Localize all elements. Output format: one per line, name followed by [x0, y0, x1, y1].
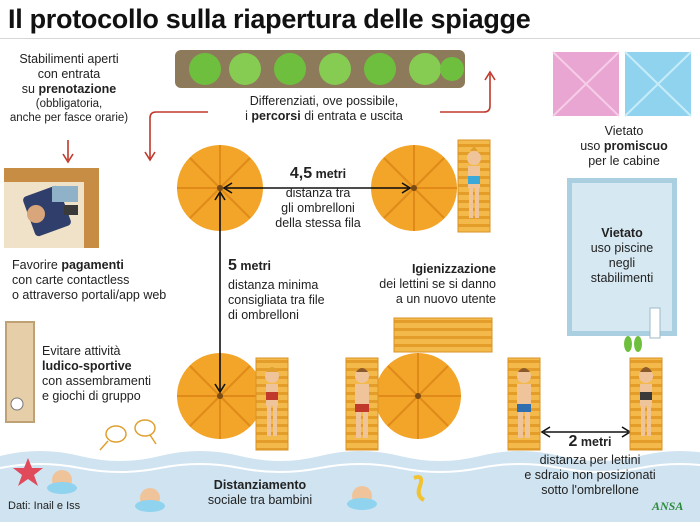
pools-text: Vietato uso piscine negli stabilimenti	[574, 226, 670, 286]
sanitizing-line: a un nuovo utente	[395, 292, 496, 306]
cabins-line: Vietato	[604, 124, 644, 138]
sunbed-icon	[629, 357, 663, 451]
activities-line: Evitare attività	[42, 344, 121, 358]
paths-text: Differenziati, ove possibile, i percorsi…	[210, 94, 438, 124]
booking-line: Stabilimenti aperti	[19, 52, 119, 66]
sanitizing-line: dei lettini se si danno	[379, 277, 496, 291]
sunbed-icon	[393, 317, 493, 353]
sunbed-distance-line: e sdraio non posizionati	[524, 468, 656, 482]
brand-logo: ANSA	[652, 499, 684, 513]
payments-line: Favorire pagamenti	[12, 258, 212, 273]
umbrella-icon	[371, 145, 457, 231]
booking-keyword: prenotazione	[38, 82, 117, 96]
file-distance-number: 5	[228, 257, 237, 274]
activities-keyword: ludico-sportive	[42, 359, 132, 373]
child-icon	[135, 488, 165, 512]
sunbed-distance-value: 2 metri	[510, 434, 670, 450]
hedge-icon	[175, 50, 465, 88]
children-keyword: Distanziamento	[213, 478, 307, 492]
sunbed-icon	[255, 357, 289, 451]
starfish-icon	[13, 458, 43, 486]
umbrella-icon	[375, 353, 461, 439]
cabins-line: uso promiscuo	[556, 139, 692, 154]
file-distance-unit: metri	[240, 259, 271, 273]
paths-suffix: di entrata e uscita	[300, 109, 403, 123]
payments-text: Favorire pagamenti con carte contactless…	[12, 258, 212, 303]
row-distance-number: 4,5	[289, 165, 313, 182]
source-note: Dati: Inail e Iss	[8, 500, 81, 512]
distance-arrow	[214, 182, 632, 438]
sunbed-icon	[345, 357, 379, 451]
pools-keyword: Vietato	[601, 226, 643, 240]
cabins-line: per le cabine	[588, 154, 660, 168]
paths-prefix: i	[245, 109, 252, 123]
child-icon	[347, 486, 377, 510]
sanitizing-text: Igienizzazione dei lettini se si danno a…	[352, 262, 496, 307]
payments-line: con carte contactless	[12, 273, 130, 287]
booking-prefix: su	[21, 82, 39, 96]
row-distance-line: della stessa fila	[275, 216, 361, 230]
cabins-text: Vietato uso promiscuo per le cabine	[556, 124, 692, 169]
umbrella-icon	[177, 145, 263, 231]
pools-line: negli	[608, 256, 636, 270]
activities-line: e giochi di gruppo	[42, 389, 141, 403]
paths-line: Differenziati, ove possibile,	[249, 94, 399, 108]
paths-keyword: percorsi	[251, 109, 301, 123]
payments-keyword: pagamenti	[61, 258, 124, 272]
file-distance-value: 5 metri	[228, 258, 358, 274]
row-distance-text: 4,5 metri distanza tra gli ombrelloni de…	[256, 166, 380, 231]
row-distance-value: 4,5 metri	[256, 166, 380, 182]
child-icon	[47, 470, 77, 494]
seahorse-icon	[413, 475, 426, 502]
racket-icon	[99, 419, 157, 451]
payments-line: o attraverso portali/app web	[12, 288, 167, 302]
sunbed-icon	[507, 357, 541, 451]
court-icon	[5, 321, 35, 423]
cabins-keyword: promiscuo	[603, 139, 668, 153]
sunbed-distance-line: distanza per lettini	[539, 453, 641, 467]
sanitizing-keyword: Igienizzazione	[411, 262, 496, 276]
booking-line: su prenotazione	[2, 82, 136, 97]
paths-line: i percorsi di entrata e uscita	[210, 109, 438, 124]
pools-line: stabilimenti	[590, 271, 654, 285]
sunbed-distance-unit: metri	[580, 435, 612, 449]
booking-note: anche per fasce orarie)	[9, 112, 129, 124]
arrow-icon	[62, 70, 496, 164]
cabin-icon	[552, 51, 692, 117]
pool-icon	[567, 178, 677, 352]
ball-icon	[10, 397, 24, 411]
children-text: Distanziamento sociale tra bambini	[190, 478, 330, 508]
activities-text: Evitare attività ludico-sportive con ass…	[42, 344, 192, 404]
children-line: sociale tra bambini	[207, 493, 313, 507]
file-distance-line: di ombrelloni	[228, 308, 299, 322]
payments-prefix: Favorire	[12, 258, 62, 272]
title-divider	[0, 38, 700, 39]
umbrella-icon	[177, 353, 263, 439]
booking-line: con entrata	[37, 67, 101, 81]
row-distance-line: distanza tra	[285, 186, 351, 200]
page-title: Il protocollo sulla riapertura delle spi…	[8, 4, 531, 34]
sunbed-distance-number: 2	[568, 433, 578, 450]
booking-text: Stabilimenti aperti con entrata su preno…	[2, 52, 136, 125]
booking-note: (obbligatoria,	[35, 98, 103, 110]
sunbed-distance-line: sotto l'ombrellone	[541, 483, 639, 497]
payment-icon	[4, 168, 99, 248]
file-distance-text: 5 metri distanza minima consigliata tra …	[228, 258, 358, 323]
pools-line: uso piscine	[590, 241, 654, 255]
row-distance-unit: metri	[315, 167, 347, 181]
cabins-prefix: uso	[580, 139, 604, 153]
activities-line: con assembramenti	[42, 374, 152, 388]
sunbed-distance-text: 2 metri distanza per lettini e sdraio no…	[510, 434, 670, 498]
sea-icon	[0, 451, 700, 522]
file-distance-line: consigliata tra file	[228, 293, 325, 307]
file-distance-line: distanza minima	[228, 278, 319, 292]
row-distance-line: gli ombrelloni	[281, 201, 355, 215]
sunbed-icon	[457, 139, 491, 233]
